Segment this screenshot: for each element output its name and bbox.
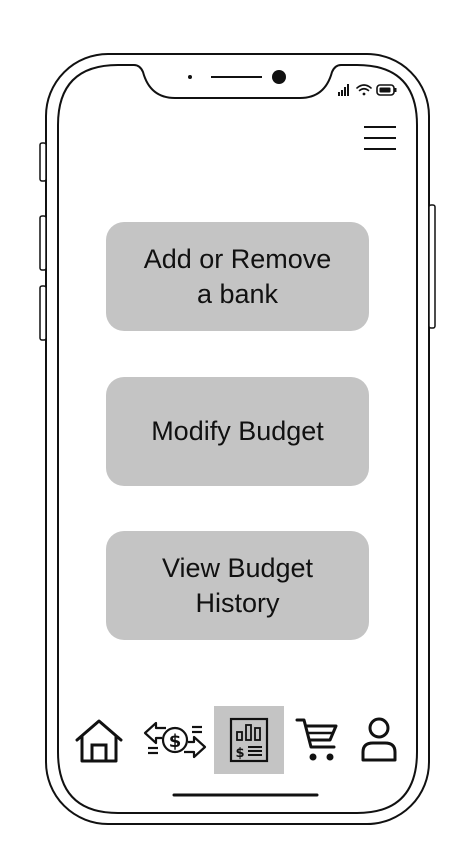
nav-budget-report[interactable]: $ bbox=[214, 706, 284, 774]
user-profile-icon bbox=[361, 717, 397, 762]
add-remove-bank-label: Add or Remove a bank bbox=[143, 243, 332, 309]
money-transfer-icon: $ bbox=[143, 721, 207, 759]
view-budget-history-button[interactable]: View Budget History bbox=[106, 531, 369, 640]
nav-shopping-cart[interactable] bbox=[282, 706, 352, 774]
nav-money-transfer[interactable]: $ bbox=[140, 706, 210, 774]
nav-profile[interactable] bbox=[344, 706, 414, 774]
home-icon bbox=[75, 719, 123, 763]
budget-report-icon: $ bbox=[229, 717, 269, 763]
hamburger-menu-icon bbox=[364, 126, 396, 150]
battery-icon bbox=[376, 84, 397, 96]
nav-home[interactable] bbox=[64, 706, 134, 774]
wifi-icon bbox=[356, 84, 372, 96]
status-bar-icons bbox=[338, 84, 397, 96]
modify-budget-button[interactable]: Modify Budget bbox=[106, 377, 369, 486]
svg-text:$: $ bbox=[169, 731, 182, 752]
svg-text:$: $ bbox=[235, 746, 244, 761]
hamburger-menu-button[interactable] bbox=[362, 124, 398, 152]
modify-budget-label: Modify Budget bbox=[151, 416, 324, 446]
view-budget-history-label: View Budget History bbox=[161, 552, 314, 618]
signal-icon bbox=[338, 84, 349, 96]
add-remove-bank-button[interactable]: Add or Remove a bank bbox=[106, 222, 369, 331]
shopping-cart-icon bbox=[295, 718, 338, 761]
